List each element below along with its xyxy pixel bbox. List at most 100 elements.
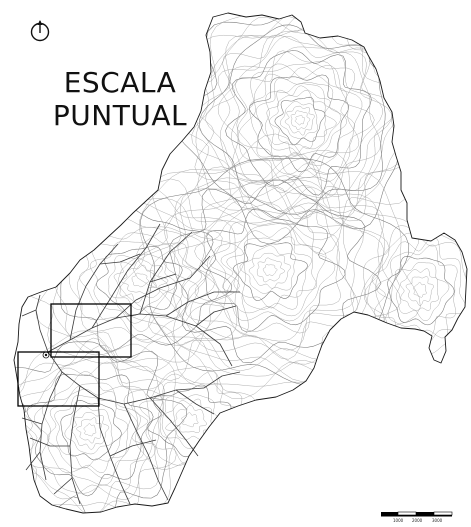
stream-line — [123, 403, 169, 501]
watershed-boundary — [13, 12, 468, 514]
contour-line — [274, 96, 326, 146]
contour-line — [234, 50, 375, 194]
contour-line — [205, 208, 346, 333]
contour-line — [290, 110, 311, 131]
scale-label-3: 3000 — [432, 518, 443, 523]
contour-line — [405, 276, 434, 306]
contour-line — [67, 216, 219, 343]
contour-line — [140, 158, 410, 386]
contour-line — [249, 74, 350, 173]
stream-line — [53, 477, 73, 495]
contour-line — [79, 232, 203, 332]
contour-line — [394, 262, 450, 322]
contour-line — [22, 361, 156, 494]
map-title: ESCALA PUNTUAL — [40, 66, 200, 132]
scale-label-1: 1000 — [393, 518, 404, 523]
contour-line — [207, 221, 336, 322]
contour-line — [26, 373, 154, 497]
contour-line — [269, 90, 327, 149]
stream-line — [115, 255, 211, 319]
stream-line — [139, 231, 193, 315]
contour-line — [164, 398, 215, 440]
stream-line — [149, 397, 199, 457]
contour-line — [217, 36, 381, 199]
contour-line — [214, 223, 327, 317]
contour-line — [70, 412, 110, 450]
contour-line — [131, 272, 149, 288]
study-frame-upper[interactable] — [50, 303, 132, 358]
stream-line — [69, 243, 119, 341]
stream-line — [99, 253, 141, 265]
contour-line — [294, 115, 305, 126]
contour-line — [181, 412, 199, 428]
stream-line — [47, 313, 233, 367]
contour-line — [376, 244, 458, 336]
contour-line — [76, 417, 103, 444]
contour-line — [199, 24, 386, 215]
contour-line — [284, 105, 315, 136]
contour-line — [131, 371, 246, 468]
contour-line — [60, 400, 122, 461]
contour-line — [195, 13, 423, 241]
contour-line — [146, 384, 232, 458]
contour-line — [257, 257, 285, 283]
contour-line — [371, 236, 467, 339]
stream-line — [149, 273, 177, 283]
contour-line — [228, 46, 383, 201]
contour-line — [14, 356, 164, 500]
contour-line — [123, 366, 257, 473]
stream-line — [39, 371, 63, 481]
contour-line — [226, 236, 312, 309]
contour-line — [14, 178, 249, 381]
stream-line — [175, 389, 215, 415]
contour-line — [194, 205, 341, 334]
contour-line — [108, 253, 177, 310]
contour-line — [236, 61, 363, 184]
contour-line — [387, 256, 455, 326]
contour-line — [237, 63, 360, 179]
contour-line — [83, 423, 97, 437]
contour-line — [177, 185, 359, 351]
stream-line — [195, 305, 237, 327]
contour-line — [113, 258, 169, 304]
contour-line — [413, 282, 427, 298]
contour-line — [205, 31, 397, 220]
stream-line — [203, 371, 241, 389]
stream-line — [21, 309, 37, 317]
contour-line — [89, 241, 193, 324]
stream-line — [109, 439, 157, 457]
stream-line — [25, 451, 41, 471]
contour-line — [118, 149, 420, 399]
contour-line — [96, 245, 183, 317]
contour-line — [279, 101, 318, 140]
contour-line — [265, 83, 342, 161]
contour-line — [225, 50, 372, 196]
contour-line — [169, 179, 382, 364]
contour-line — [64, 406, 113, 455]
stream-line — [91, 223, 161, 329]
contour-line — [42, 382, 141, 479]
map-title-line-1: ESCALA — [63, 66, 177, 99]
north-arrow-icon — [30, 20, 50, 42]
contour-line — [363, 232, 467, 348]
stream-line — [29, 437, 70, 447]
contour-line — [14, 341, 188, 513]
contour-line — [248, 67, 356, 175]
stream-line — [165, 291, 240, 317]
stream-line — [47, 351, 205, 405]
contour-line — [233, 242, 308, 301]
contour-line — [172, 405, 207, 433]
map-title-line-2: PUNTUAL — [52, 99, 188, 132]
contour-line — [46, 388, 131, 474]
scale-label-2: 2000 — [412, 518, 423, 523]
study-frame-lower[interactable] — [17, 351, 100, 407]
stream-line — [97, 397, 131, 505]
contour-line — [262, 264, 278, 276]
contour-line — [220, 227, 318, 310]
contour-line — [266, 85, 337, 157]
contour-line — [248, 253, 291, 289]
contour-line — [133, 157, 385, 383]
stream-line — [35, 294, 49, 353]
